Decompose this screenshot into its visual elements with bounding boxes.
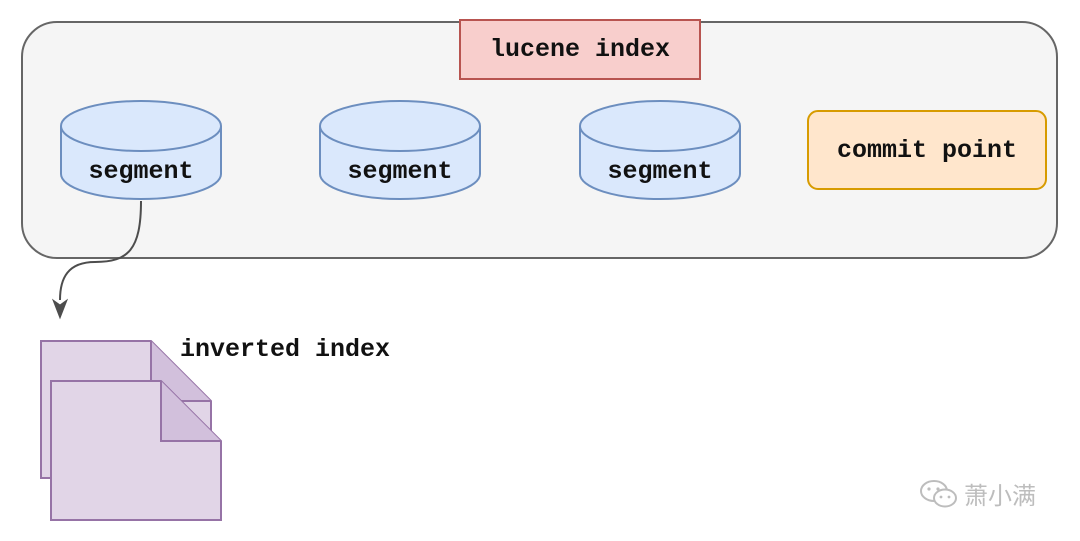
database-cylinder-icon — [579, 100, 741, 200]
document-icon — [40, 340, 222, 521]
segment-label: segment — [88, 157, 194, 186]
database-cylinder-icon — [60, 100, 222, 200]
commit-point-text: commit point — [836, 135, 1018, 165]
segment-1: segment — [60, 99, 222, 201]
segment-3: segment — [579, 99, 741, 201]
lucene-index-title-text: lucene index — [489, 35, 671, 64]
watermark: 萧小满 — [918, 476, 1036, 511]
inverted-index-label: inverted index — [180, 335, 391, 364]
lucene-index-title: lucene index — [459, 19, 701, 80]
watermark-text: 萧小满 — [964, 482, 1036, 510]
commit-point-box: commit point — [807, 110, 1047, 190]
segment-label: segment — [347, 157, 453, 186]
segment-label: segment — [607, 157, 713, 186]
segment-2: segment — [319, 99, 481, 201]
database-cylinder-icon — [319, 100, 481, 200]
wechat-icon — [920, 479, 957, 507]
